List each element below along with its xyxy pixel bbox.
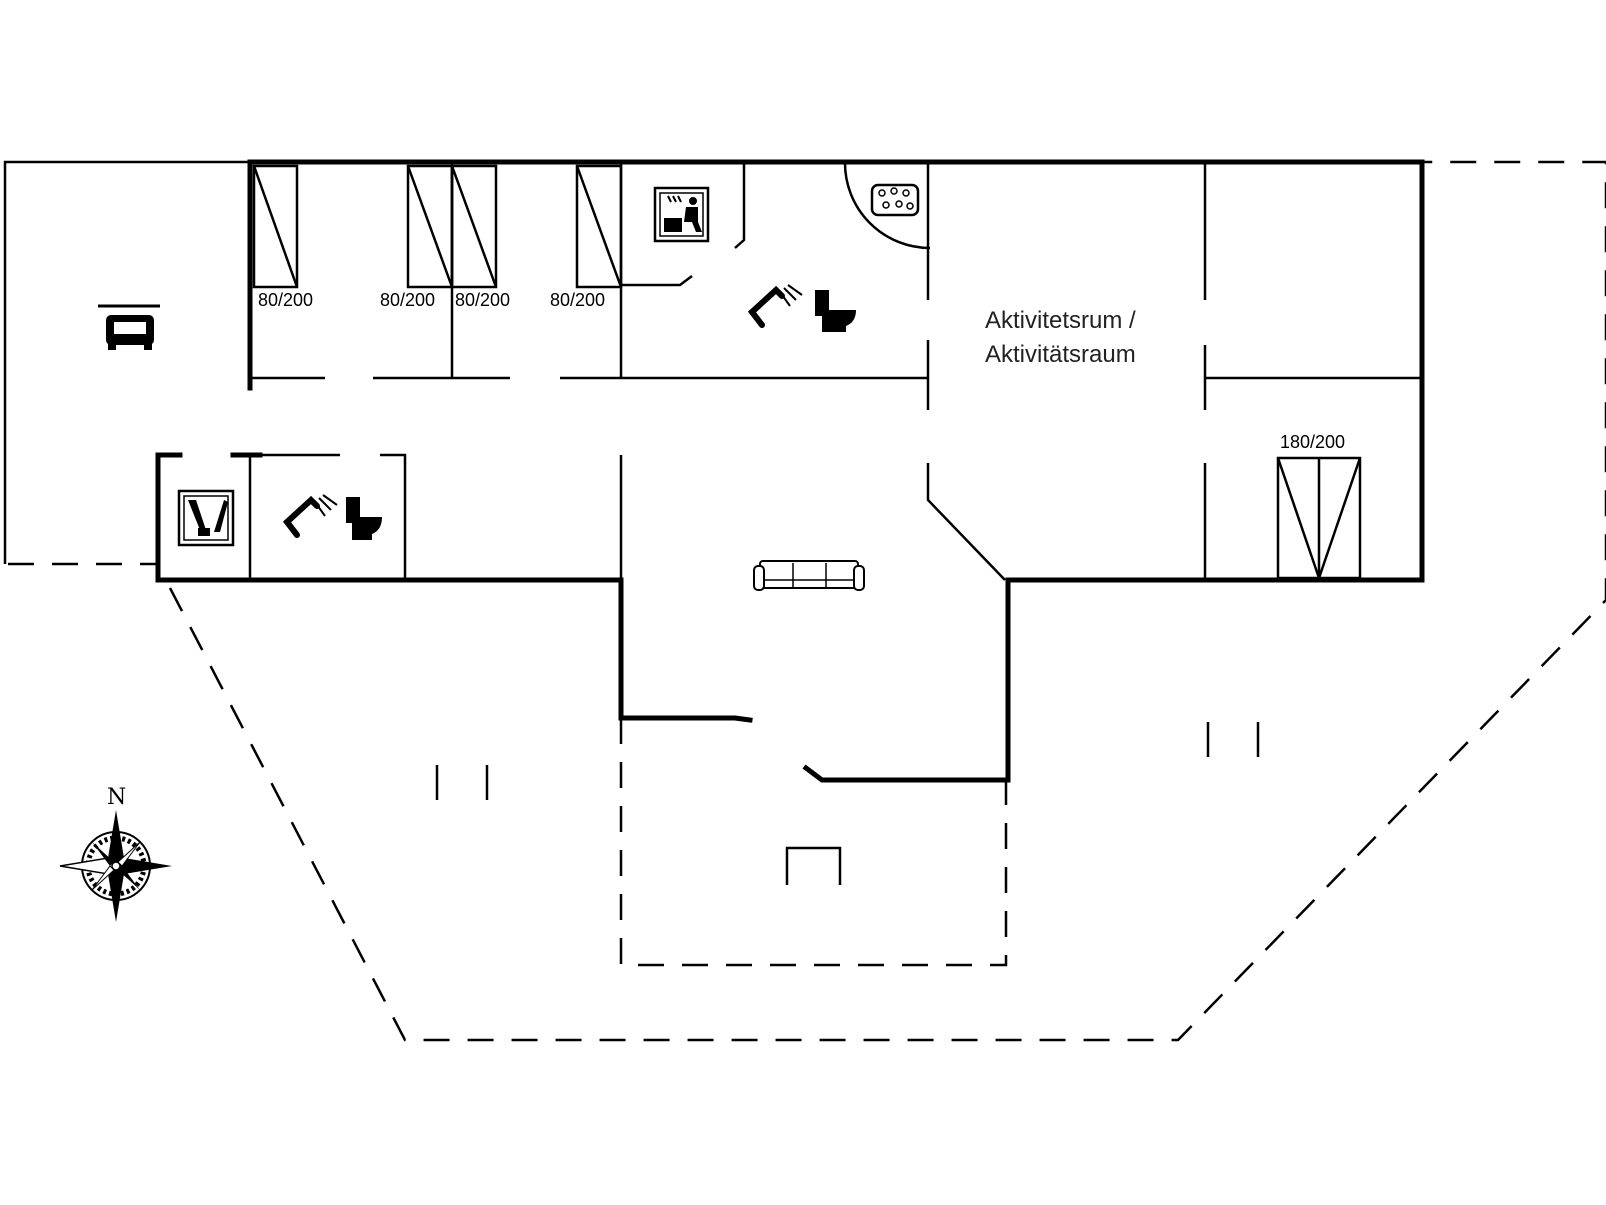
bed-5-size: 180/200	[1280, 432, 1345, 452]
interior-walls	[248, 161, 1422, 721]
sofa-icon	[753, 560, 865, 591]
bed-1-size: 80/200	[258, 290, 313, 310]
toilet-icon-2	[346, 497, 382, 540]
bed-4-size: 80/200	[550, 290, 605, 310]
bed-4: 80/200	[550, 164, 623, 310]
carport	[3, 160, 250, 564]
activity-room-label-2: Aktivitätsraum	[985, 341, 1136, 368]
bed-5: 180/200	[1276, 432, 1362, 580]
shower-icon	[747, 284, 803, 328]
toilet-icon	[815, 290, 856, 332]
whirlpool-icon	[870, 183, 920, 217]
bed-3-size: 80/200	[455, 290, 510, 310]
bed-2-size: 80/200	[380, 290, 435, 310]
sauna-icon	[653, 186, 710, 243]
terrace-outline	[8, 160, 1606, 1042]
car-icon	[98, 304, 160, 350]
bed-1: 80/200	[252, 164, 313, 310]
compass-north-label: N	[107, 785, 126, 810]
compass-rose-icon: N	[59, 785, 172, 922]
terrace-markers	[435, 722, 1260, 885]
bed-2: 80/200	[380, 164, 454, 310]
shower-icon-2	[282, 494, 338, 538]
activity-room-label-1: Aktivitetsrum /	[985, 307, 1136, 334]
bed-3: 80/200	[450, 164, 510, 310]
exterior-walls	[155, 159, 1425, 783]
washing-machine-icon	[177, 489, 235, 547]
